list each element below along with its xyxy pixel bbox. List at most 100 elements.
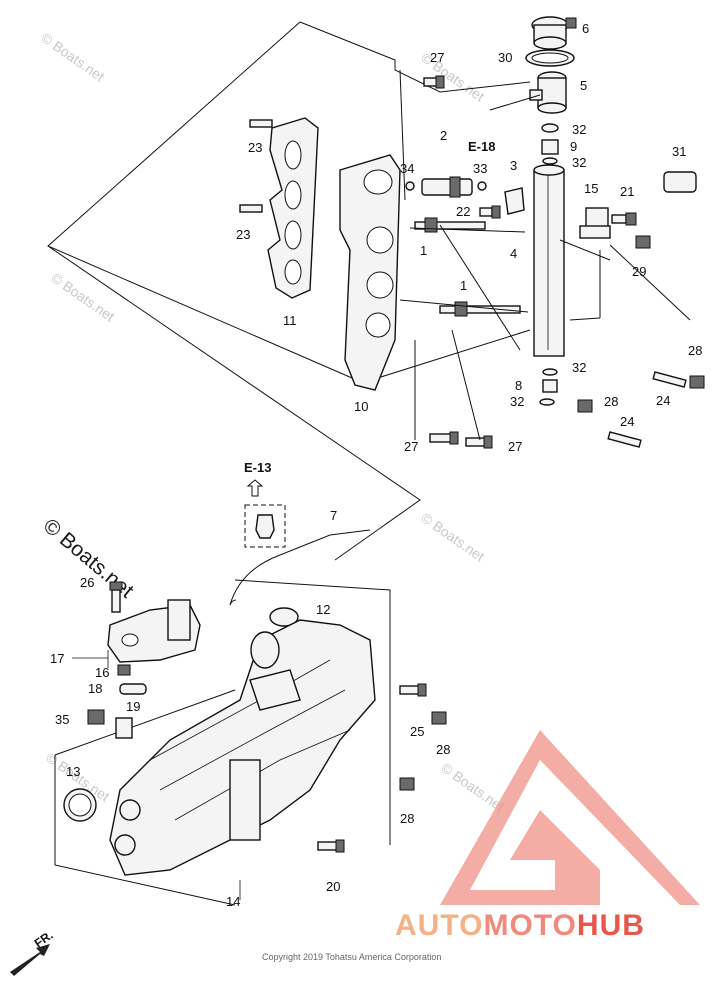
watermark-text: © Boats.net <box>38 29 107 84</box>
front-label: FR. <box>32 928 56 951</box>
callout-label: 7 <box>330 508 337 523</box>
callout-label: 13 <box>66 764 80 779</box>
pressure-regulator <box>529 71 567 114</box>
plate <box>119 683 147 695</box>
hose-end <box>229 599 237 606</box>
nut <box>399 777 415 791</box>
reference-e13 <box>244 479 286 548</box>
intake-manifold <box>109 619 376 876</box>
callout-label: 32 <box>510 394 524 409</box>
logo-text-auto: AUTO <box>395 909 483 942</box>
callout-label: 25 <box>410 724 424 739</box>
callout-label: 32 <box>572 155 586 170</box>
callout-label: 24 <box>656 393 670 408</box>
o-ring <box>541 123 559 133</box>
callout-label: 22 <box>456 204 470 219</box>
callout-label: 23 <box>248 140 262 155</box>
manifold-flange <box>339 154 401 391</box>
callout-label: 27 <box>508 439 522 454</box>
callout-label: 28 <box>688 343 702 358</box>
callout-label: 28 <box>436 742 450 757</box>
callout-label: 16 <box>95 665 109 680</box>
grommet <box>115 717 133 739</box>
callout-label: 1 <box>420 243 427 258</box>
bracket <box>579 207 611 239</box>
callout-label: 24 <box>620 414 634 429</box>
logo-mark <box>440 730 700 905</box>
o-ring <box>542 157 558 165</box>
bolt <box>317 839 345 853</box>
throttle-body <box>107 599 201 663</box>
frame-lower-right <box>234 579 391 845</box>
front-arrow: FR. <box>10 928 56 976</box>
callout-label: 27 <box>430 50 444 65</box>
callout-label: 23 <box>236 227 250 242</box>
fuel-injector <box>421 176 473 198</box>
filter <box>541 139 559 155</box>
grommet <box>87 709 105 725</box>
callout-label: 32 <box>572 122 586 137</box>
logo-text-hub: HUB <box>577 909 645 942</box>
callout-label: 3 <box>510 158 517 173</box>
nut <box>689 375 705 389</box>
fuel-rail <box>533 164 565 357</box>
callout-label: 28 <box>604 394 618 409</box>
callout-label: 9 <box>570 139 577 154</box>
nut <box>635 235 651 249</box>
seal <box>405 181 415 191</box>
rubber-mount <box>663 171 697 193</box>
callout-label: 19 <box>126 699 140 714</box>
nut <box>431 711 447 725</box>
callout-label: 20 <box>326 879 340 894</box>
callout-label: 33 <box>473 161 487 176</box>
callout-label: 31 <box>672 144 686 159</box>
pressure-regulator-cap <box>531 16 577 50</box>
callout-label: 12 <box>316 602 330 617</box>
nut <box>577 399 593 413</box>
fuel-hose-clip <box>504 187 525 215</box>
callout-label: 4 <box>510 246 517 261</box>
callout-label: 6 <box>582 21 589 36</box>
callout-label: 28 <box>400 811 414 826</box>
callout-labels: 6 30 27 5 32 9 32 2 E-18 34 33 31 3 15 2… <box>50 21 702 909</box>
leader-lines-upper <box>399 69 691 441</box>
gasket <box>267 117 319 299</box>
logo: AUTOMOTOHUB <box>395 730 700 942</box>
callout-label: 32 <box>572 360 586 375</box>
callout-label: 27 <box>404 439 418 454</box>
o-ring <box>269 607 299 627</box>
logo-text-moto: MOTO <box>483 909 576 942</box>
callout-label: 34 <box>400 161 414 176</box>
frame-lower-bottom <box>54 755 236 906</box>
callout-label: 35 <box>55 712 69 727</box>
callout-label: 21 <box>620 184 634 199</box>
callout-label: 1 <box>460 278 467 293</box>
nut <box>117 664 131 676</box>
callout-label: 18 <box>88 681 102 696</box>
stud <box>249 119 273 128</box>
bolt <box>399 683 427 697</box>
callout-label: 15 <box>584 181 598 196</box>
copyright-text: Copyright 2019 Tohatsu America Corporati… <box>262 952 441 962</box>
ref-e13: E-13 <box>244 460 271 475</box>
vent-hose <box>229 529 371 606</box>
callout-label: 17 <box>50 651 64 666</box>
logo-text: AUTOMOTOHUB <box>395 909 645 942</box>
clamp <box>63 788 97 822</box>
callout-label: 26 <box>80 575 94 590</box>
seal <box>477 181 487 191</box>
stud <box>607 431 642 448</box>
frame-upper-top <box>299 21 531 93</box>
bolt <box>109 581 123 613</box>
watermark-text: © Boats.net <box>418 49 487 104</box>
watermark-text: © Boats.net <box>48 269 117 324</box>
callout-label: 10 <box>354 399 368 414</box>
stud <box>239 204 263 213</box>
filter <box>542 379 558 393</box>
callout-label: 5 <box>580 78 587 93</box>
frame-upper-bottom <box>47 245 421 561</box>
stud <box>652 371 687 388</box>
screw <box>479 205 501 219</box>
bolt <box>429 431 459 445</box>
